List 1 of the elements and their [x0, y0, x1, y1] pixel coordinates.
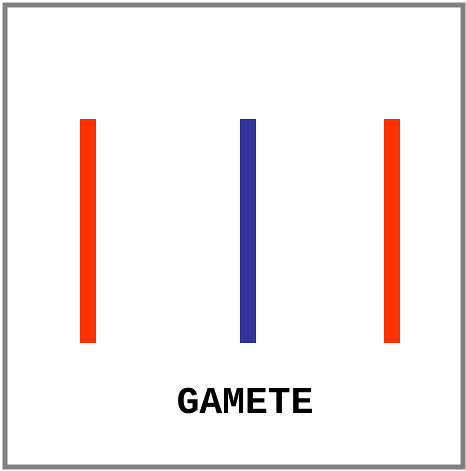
diagram-label: GAMETE	[176, 382, 314, 426]
